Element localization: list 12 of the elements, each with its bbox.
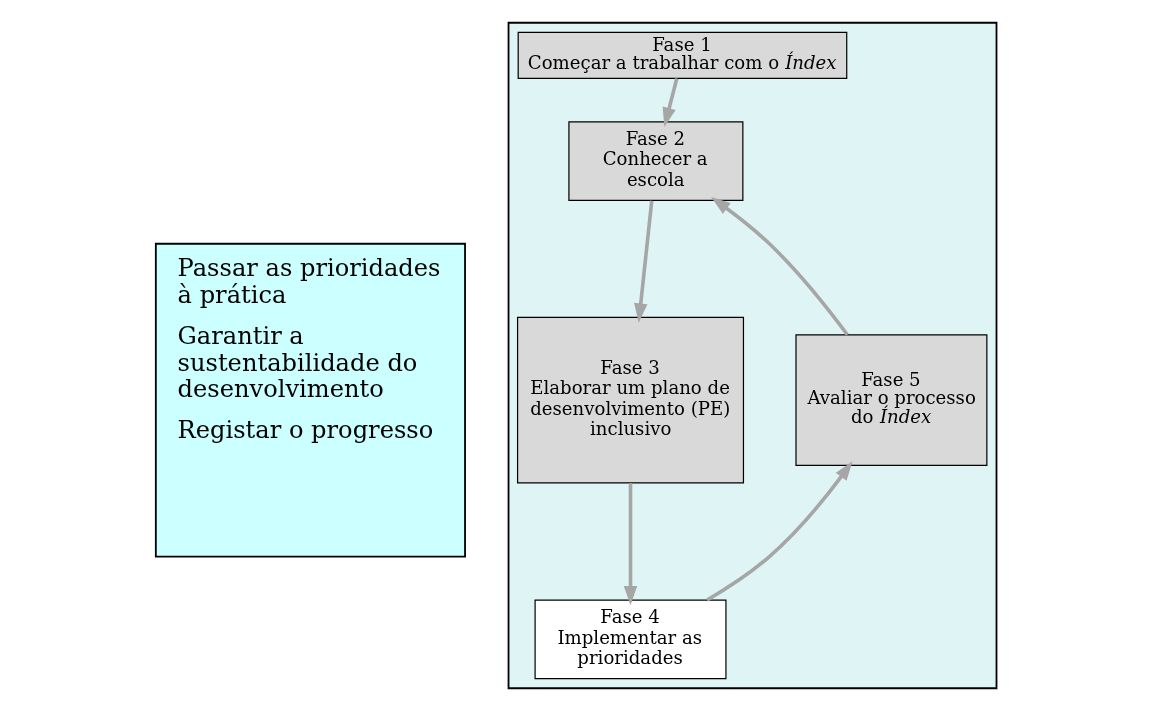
node-box: Fase 4 Implementar as prioridades [534,599,727,680]
node-box: Fase 3 Elaborar um plano de desenvolvimento (PE) inclusivo [517,316,745,484]
node-box: Fase 5 Avaliar o processo do Índex [795,334,988,467]
arrow [662,78,679,127]
arrow [634,200,654,323]
node-box: Passar as prioridades à prática Garantir a sustentabilidade do desenvolvimento Registar o progresso [154,242,466,558]
arrow [623,483,638,606]
node-box: Fase 2 Conhecer a escola [568,121,744,201]
node-box: Fase 1 Começar a trabalhar com o Índex [517,31,848,79]
arrow [706,461,853,602]
arrow [711,197,849,336]
cluster [507,21,998,690]
